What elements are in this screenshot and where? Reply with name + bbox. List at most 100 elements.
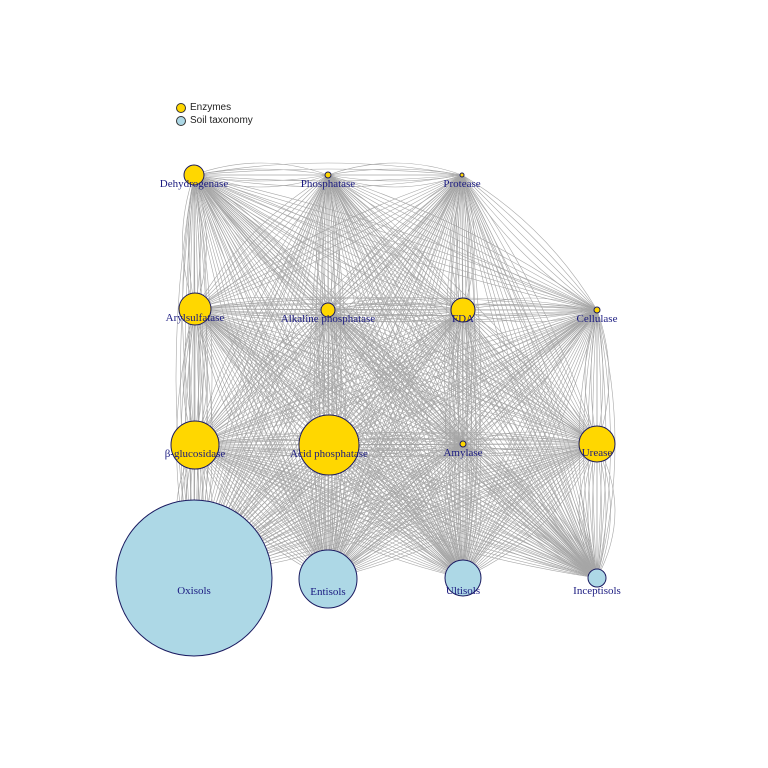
edge-424 [193,174,598,311]
edge-322 [328,444,598,579]
edge-451 [194,174,329,310]
edge-557 [194,308,464,445]
edge-519 [328,174,463,446]
edge-594 [327,309,598,445]
edge-469 [327,174,598,311]
edge-559 [194,308,464,445]
edge-494 [194,174,463,310]
edge-515 [194,174,463,446]
edge-624 [194,309,598,446]
label-arylsulfatase: Arylsulfatase [166,312,225,324]
edge-544 [194,308,598,316]
label-phosphatase: Phosphatase [301,178,356,190]
edge-611 [462,309,476,445]
edge-482 [327,174,464,445]
edge-375 [327,443,598,580]
edge-281 [194,444,598,579]
edge-321 [328,444,598,579]
edge-320 [328,444,598,579]
edge-564 [194,308,598,445]
edge-124 [194,308,329,580]
edge-603 [194,309,464,446]
legend: Enzymes Soil taxonomy [176,101,253,127]
node-cellulase [593,306,601,314]
edge-631 [462,309,598,445]
edge-271 [194,444,464,579]
edge-90 [461,174,481,579]
edge-401 [193,162,463,176]
edge-234 [462,309,598,579]
edge-632 [462,309,598,445]
edge-120 [194,308,329,580]
edge-378 [462,443,598,579]
edge-466 [327,174,598,311]
edge-171 [327,309,598,579]
legend-enzymes-label: Enzymes [190,102,232,113]
edge-162 [327,309,464,579]
edge-373 [327,443,598,580]
label-inceptisols: Inceptisols [573,585,621,597]
edge-446 [327,162,463,176]
edge-507 [461,174,598,311]
edge-210 [462,309,598,579]
edge-275 [194,444,464,579]
edge-165 [327,309,464,579]
edge-517 [328,174,463,446]
edge-20 [193,174,464,579]
node-dehydrogenase [183,164,205,186]
label-fda: FDA [452,313,474,325]
edge-384 [462,443,598,579]
edge-509 [461,174,598,311]
edge-491 [194,174,463,310]
edge-434 [193,174,330,446]
edge-167 [327,309,464,579]
edge-626 [328,309,598,446]
edge-45 [327,174,347,580]
edge-380 [462,443,598,579]
edge-276 [194,444,464,579]
edge-105 [461,174,598,579]
label-dehydrogenase: Dehydrogenase [160,178,229,190]
edge-242 [462,309,598,579]
edge-563 [194,308,598,445]
edge-239 [462,309,598,579]
edge-402 [193,168,463,176]
edge-447 [327,168,463,176]
edge-661 [328,432,598,446]
node-fda [450,297,476,323]
edge-432 [193,174,330,446]
edge-89 [327,174,463,580]
edge-588 [327,309,464,445]
label-cellulase: Cellulase [577,313,618,325]
edge-591 [327,309,598,445]
legend-enzymes-swatch [176,102,186,113]
edge-318 [328,444,598,579]
edge-381 [462,443,598,579]
nodes [115,164,616,657]
node-acid-phosphatase [298,414,360,476]
legend-soil-label: Soil taxonomy [190,115,253,126]
edge-605 [194,309,464,446]
edge-495 [194,174,463,310]
edge-475 [194,174,329,446]
node-alkaline-phosphatase [320,302,336,318]
node-urease [578,425,616,463]
edge-589 [327,309,464,445]
edge-558 [194,308,464,445]
edge-385 [462,443,598,579]
edge-197 [327,309,464,580]
edge-287 [194,444,598,579]
label-alkaline-phosphatase: Alkaline phosphatase [281,313,376,325]
edge-622 [194,309,598,446]
label-entisols: Entisols [310,586,345,598]
edge-625 [194,309,598,446]
edge-194 [327,309,464,580]
edge-511 [194,174,463,446]
edge-397 [193,168,329,176]
edge-529 [461,174,598,445]
edge-545 [194,308,598,322]
edge-614 [456,309,464,445]
edge-374 [327,443,598,580]
edge-484 [327,174,464,445]
